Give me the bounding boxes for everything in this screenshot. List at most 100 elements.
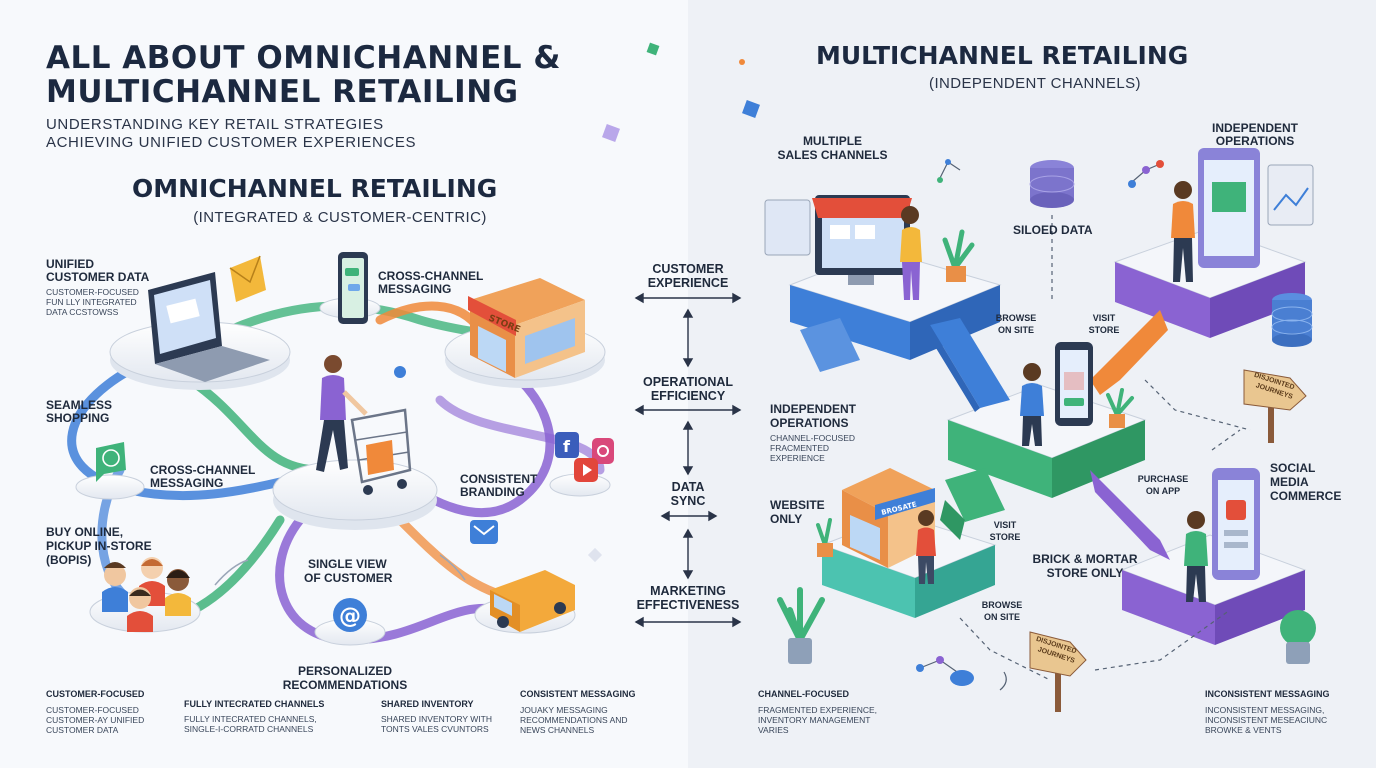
database-icon	[1029, 160, 1313, 347]
independent-operations-note-l3: EXPERIENCE	[770, 453, 825, 463]
omni-footer-3-l1: SHARED INVENTORY WITH	[381, 714, 492, 724]
page-title-line2: MULTICHANNEL RETAILING	[46, 74, 519, 110]
laptop-icon	[148, 272, 270, 382]
unified-customer-data-note-l1: CUSTOMER-FOCUSED	[46, 287, 139, 297]
marketing-effectiveness-label-l1: MARKETING	[650, 584, 726, 598]
consistent-branding-label-l1: CONSISTENT	[460, 472, 538, 486]
at-sign-icon: @	[333, 598, 367, 632]
bopis-label-l3: (BOPIS)	[46, 553, 92, 567]
customer-experience-label-l1: CUSTOMER	[652, 262, 724, 276]
multiple-sales-channels-l2: SALES CHANNELS	[777, 148, 888, 162]
website-only-l2: ONLY	[770, 512, 803, 526]
middle-arrows	[634, 292, 742, 628]
social-phone-icon	[1212, 468, 1260, 580]
social-media-commerce-l1: SOCIAL	[1270, 461, 1316, 475]
personalized-recs-label-l2: RECOMMENDATIONS	[282, 678, 408, 692]
page-title-line1: ALL ABOUT OMNICHANNEL &	[46, 40, 561, 76]
browse-on-site-1-l1: BROWSE	[995, 313, 1037, 323]
phone-cart-icon	[1055, 342, 1093, 426]
multi-footer-left-title: CHANNEL-FOCUSED	[758, 689, 849, 699]
phone-chat-icon	[338, 252, 368, 324]
multi-footer-right-l3: BROWKE & VENTS	[1205, 725, 1282, 735]
store-woman-icon	[916, 510, 936, 584]
bopis-label-l1: BUY ONLINE,	[46, 525, 124, 539]
siloed-data-label: SILOED DATA	[1013, 223, 1093, 237]
operational-efficiency-label-l2: EFFICIENCY	[650, 389, 726, 403]
data-sync-label-l1: DATA	[671, 480, 705, 494]
svg-text:@: @	[339, 604, 361, 629]
multi-footer-left-l2: INVENTORY MANAGEMENT	[758, 715, 871, 725]
storefront-screen-icon	[764, 195, 912, 285]
page-subtitle-line2: ACHIEVING UNIFIED CUSTOMER EXPERIENCES	[46, 134, 417, 151]
store-icon: STORE	[468, 278, 585, 378]
tablet-cart-icon	[1198, 148, 1314, 268]
multi-dashed-lines	[959, 215, 1251, 681]
operational-efficiency-label-l1: OPERATIONAL	[642, 375, 734, 389]
omni-footer-1-title: CUSTOMER-FOCUSED	[46, 689, 145, 699]
independent-operations-l2: OPERATIONS	[770, 416, 849, 430]
multi-footer-right-title: INCONSISTENT MESSAGING	[1205, 689, 1330, 699]
browse-on-site-1-l2: ON SITE	[997, 325, 1034, 335]
envelope-icon	[229, 255, 266, 302]
unified-customer-data-note-l3: DATA CCSTOWSS	[46, 307, 119, 317]
brick-mortar-l2: STORE ONLY	[1046, 566, 1124, 580]
email-badge-icon	[470, 520, 498, 544]
shopper-with-cart-icon	[316, 355, 412, 495]
cross-channel-messaging-top-l2: MESSAGING	[378, 282, 452, 296]
social-man-icon	[1184, 511, 1208, 602]
visit-store-1-l2: STORE	[1088, 325, 1120, 335]
omni-footer-4-title: CONSISTENT MESSAGING	[520, 689, 636, 699]
customer-experience-label-l2: EXPERIENCE	[647, 276, 729, 290]
purchase-on-app-l1: PURCHASE	[1137, 474, 1189, 484]
page-subtitle-line1: UNDERSTANDING KEY RETAIL STRATEGIES	[46, 116, 384, 133]
cross-channel-messaging-top-l1: CROSS-CHANNEL	[378, 269, 484, 283]
single-view-label-l1: SINGLE VIEW	[308, 557, 387, 571]
omni-footer-4-l2: RECOMMENDATIONS AND	[520, 715, 628, 725]
unified-customer-data-label-l2: CUSTOMER DATA	[46, 270, 150, 284]
purchase-on-app-l2: ON APP	[1145, 486, 1181, 496]
bopis-label-l2: PICKUP IN-STORE	[46, 539, 152, 553]
svg-text:f: f	[563, 437, 571, 456]
omni-footer-4-l3: NEWS CHANNELS	[520, 725, 595, 735]
multi-footer-left-l3: VARIES	[758, 725, 789, 735]
omni-footer-3-title: SHARED INVENTORY	[381, 699, 474, 709]
multi-section-subtitle: (INDEPENDENT CHANNELS)	[929, 75, 1141, 92]
seamless-shopping-label-l1: SEAMLESS	[46, 398, 113, 412]
website-only-l1: WEBSITE	[770, 498, 825, 512]
omni-footer-2-l1: FULLY INTECRATED CHANNELS,	[184, 714, 317, 724]
personalized-recs-label-l1: PERSONALIZED	[297, 664, 392, 678]
globe-chat-icon	[96, 442, 126, 482]
unified-customer-data-label-l1: UNIFIED	[46, 257, 94, 271]
multi-platforms	[788, 227, 1307, 645]
consistent-branding-label-l2: BRANDING	[460, 485, 525, 499]
multiple-sales-channels-l1: MULTIPLE	[802, 134, 863, 148]
visit-store-2-l1: VISIT	[993, 520, 1017, 530]
omni-section-subtitle: (INTEGRATED & CUSTOMER-CENTRIC)	[193, 209, 487, 226]
omni-footer-3-l2: TONTS VALES CVUNTORS	[381, 724, 489, 734]
omni-footer-2-l2: SINGLE-I-CORRATD CHANNELS	[184, 724, 314, 734]
unified-customer-data-note-l2: FUN LLY INTEGRATED	[46, 297, 137, 307]
multi-ramps	[1090, 310, 1170, 560]
omni-footer-4-l1: JOUAKY MESSAGING	[520, 705, 608, 715]
multi-footer-left-l1: FRAGMENTED EXPERIENCE,	[758, 705, 878, 715]
visit-store-2-l2: STORE	[989, 532, 1021, 542]
network-nodes-icon	[916, 159, 1164, 691]
browse-on-site-2-l1: BROWSE	[981, 600, 1023, 610]
single-view-label-l2: OF CUSTOMER	[304, 571, 393, 585]
omni-section-title: OMNICHANNEL RETAILING	[132, 174, 498, 203]
brick-mortar-l1: BRICK & MORTAR	[1032, 552, 1138, 566]
multi-section-title: MULTICHANNEL RETAILING	[816, 41, 1189, 70]
omni-small-arrows	[214, 554, 466, 586]
marketing-effectiveness-label-l2: EFFECTIVENESS	[636, 598, 740, 612]
multi-footer-right-l1: INCONSISTENT MESSAGING,	[1205, 705, 1325, 715]
visit-store-1-l1: VISIT	[1092, 313, 1116, 323]
plant-icon	[777, 229, 1316, 664]
omni-footer-1-l3: CUSTOMER DATA	[46, 725, 119, 735]
cross-channel-messaging-left-l2: MESSAGING	[150, 476, 224, 490]
social-icons: f	[555, 432, 614, 482]
social-media-commerce-l2: MEDIA	[1270, 475, 1309, 489]
signpost-icon	[1029, 369, 1307, 712]
omni-footer-1-l1: CUSTOMER-FOCUSED	[46, 705, 139, 715]
data-sync-label-l2: SYNC	[670, 494, 706, 508]
